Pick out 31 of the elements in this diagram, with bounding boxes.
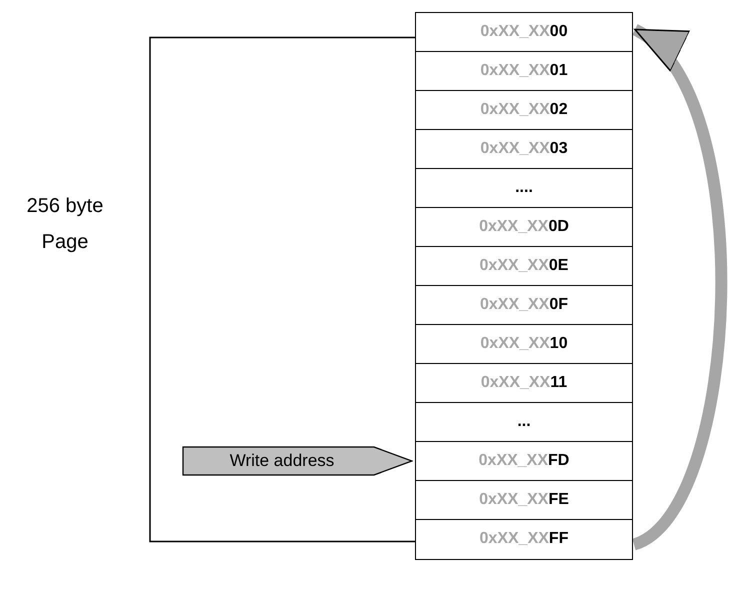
memory-cell (415, 129, 633, 170)
address-text: 0xXX_XXFD (478, 452, 570, 470)
page-size-label: 256 byte Page (26, 194, 104, 255)
address-text: 0xXX_XXFE (479, 491, 569, 510)
address-text: 0xXX_XX0F (480, 296, 568, 314)
memory-cell (415, 441, 633, 482)
address-text: 0xXX_XX11 (480, 374, 568, 392)
address-text: 0xXX_XXFF (480, 530, 568, 548)
memory-cell (415, 363, 633, 404)
memory-cell (415, 51, 633, 92)
address-text: 0xXX_XX02 (480, 101, 568, 120)
memory-cell (415, 285, 633, 326)
address-text: .... (515, 179, 533, 198)
address-text: 0xXX_XX01 (480, 62, 568, 80)
memory-cell (415, 324, 633, 364)
address-text: 0xXX_XX0E (480, 257, 568, 276)
pointer-tag (182, 446, 413, 476)
memory-cell (415, 402, 633, 442)
address-text: 0xXX_XX0D (479, 218, 569, 236)
memory-cell (415, 168, 633, 208)
memory-cell (415, 207, 633, 248)
address-text: ... (517, 413, 531, 432)
tag-label: Write address (228, 450, 336, 472)
memory-cell (415, 90, 633, 130)
address-text: 0xXX_XX10 (480, 335, 568, 354)
memory-cell (415, 246, 633, 286)
memory-cell (415, 12, 633, 52)
address-text: 0xXX_XX03 (480, 140, 568, 158)
memory-cell (415, 519, 633, 560)
memory-cell (415, 480, 633, 520)
address-text: 0xXX_XX00 (480, 23, 568, 42)
